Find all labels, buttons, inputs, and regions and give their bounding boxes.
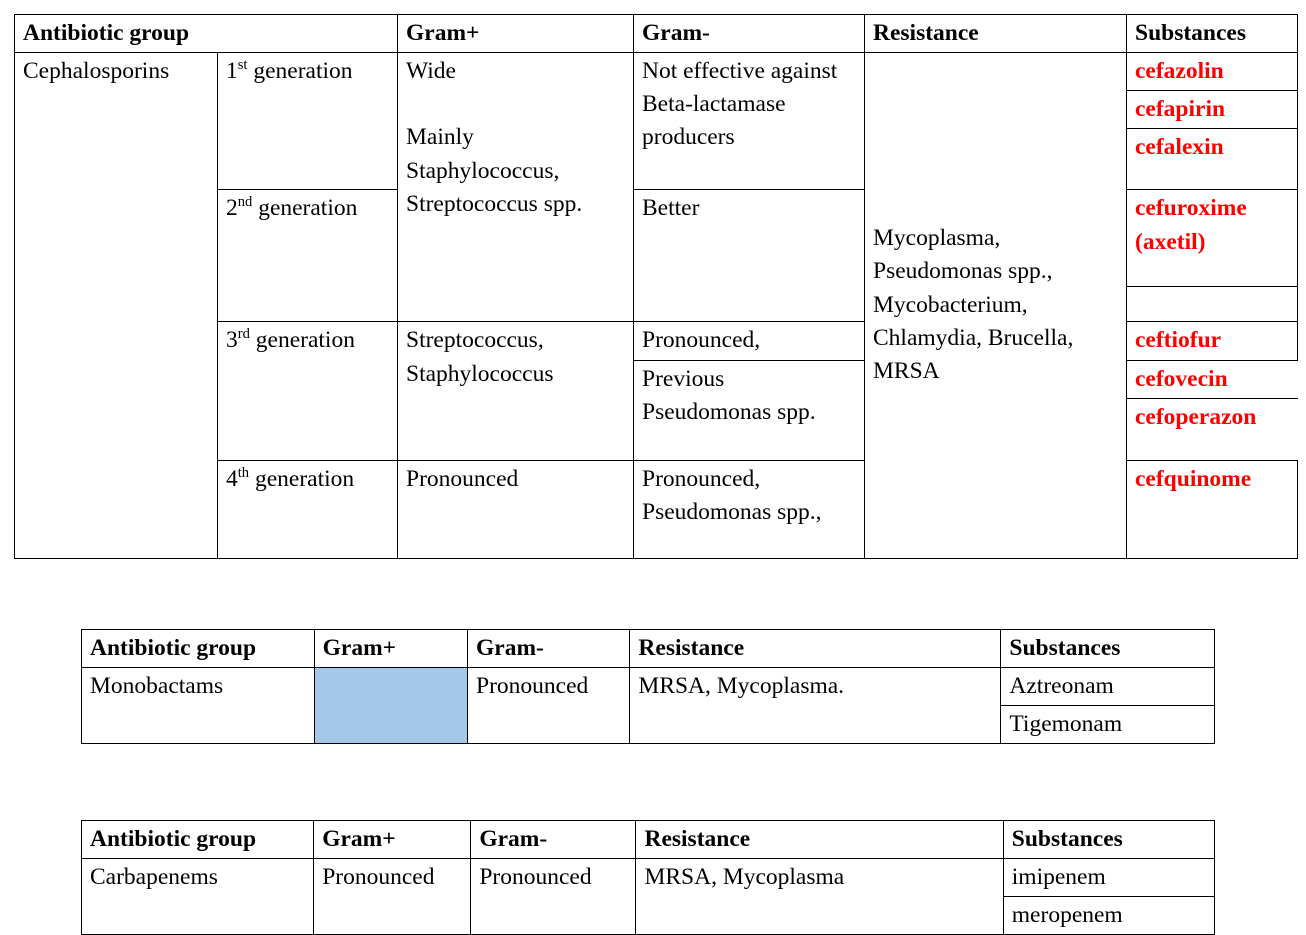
cell-substance: cefuroxime (axetil) (1126, 189, 1298, 288)
generation-number: 3 (226, 327, 238, 354)
cell-gram-minus-gen3a: Pronounced, (633, 321, 865, 361)
cell-substance: Tigemonam (1000, 704, 1215, 745)
generation-label: generation (252, 195, 358, 222)
table-row (15, 286, 1298, 323)
table-row: Carbapenems Pronounced Pronounced MRSA, … (80, 857, 1216, 935)
cell-gram-minus: Pronounced (470, 857, 637, 935)
cell-gram-minus-gen4: Pronounced, Pseudomonas spp., (633, 459, 865, 559)
table-header-row: Antibiotic group Gram+ Gram- Resistance … (80, 820, 1216, 859)
cell-substance: cefquinome (1126, 459, 1298, 559)
generation-label: generation (247, 57, 353, 84)
column-header-resistance: Resistance (864, 14, 1127, 53)
carbapenems-table: Antibiotic group Gram+ Gram- Resistance … (80, 820, 1216, 935)
table-header-row: Antibiotic group Gram+ Gram- Resistance … (14, 14, 1298, 53)
generation-ordinal-suffix: th (237, 465, 250, 482)
cell-substance: meropenem (1002, 895, 1216, 935)
cell-antibiotic-group: Monobactams (81, 666, 315, 745)
column-header-substances: Substances (1000, 629, 1215, 668)
cell-gram-plus-highlighted (313, 666, 469, 745)
cell-generation-2: 2nd generation (217, 189, 398, 323)
generation-ordinal-suffix: rd (237, 326, 250, 343)
column-header-gram-plus: Gram+ (397, 14, 634, 53)
table-row: 4th generation Pronounced Pronounced, Ps… (15, 459, 1298, 559)
table-row: cefalexin (15, 128, 1298, 191)
column-header-gram-plus: Gram+ (313, 629, 469, 668)
cell-gram-minus-gen1: Not effective against Beta-lactamase pro… (633, 51, 865, 191)
cell-antibiotic-group: Carbapenems (80, 857, 315, 935)
column-header-resistance: Resistance (635, 820, 1004, 859)
table-row: Cephalosporins 1st generation Wide Mainl… (14, 51, 1298, 559)
cell-substance: cefapirin (1126, 89, 1298, 130)
cell-resistance: Mycoplasma, Pseudomonas spp., Mycobacter… (864, 51, 1127, 559)
table-row: 2nd generation Better cefuroxime (axetil… (15, 189, 1298, 323)
cell-antibiotic-group: Cephalosporins (14, 51, 218, 559)
cell-generation-1: 1st generation (217, 51, 398, 191)
generation-label: generation (249, 327, 355, 354)
column-header-resistance: Resistance (629, 629, 1002, 668)
cell-substance: cefalexin (1126, 128, 1298, 191)
cell-generation-3: 3rd generation (217, 321, 398, 461)
cell-substance-stack: cefovecin cefoperazon (1127, 360, 1298, 460)
column-header-substances: Substances (1126, 14, 1298, 53)
table-row: Monobactams Pronounced MRSA, Mycoplasma.… (81, 666, 1215, 745)
cell-substance: ceftiofur (1126, 321, 1298, 361)
cell-substance: imipenem (1002, 857, 1216, 897)
table-row: 3rd generation Streptococcus, Staphyloco… (15, 321, 1298, 461)
cell-gram-plus: Pronounced (313, 857, 472, 935)
cell-gram-plus-gen12: Wide Mainly Staphylococcus, Streptococcu… (397, 51, 634, 323)
column-header-gram-plus: Gram+ (313, 820, 472, 859)
generation-label: generation (249, 465, 355, 492)
cell-substance: cefoperazon (1135, 403, 1257, 430)
generation-ordinal-suffix: st (237, 56, 248, 73)
table-header-row: Antibiotic group Gram+ Gram- Resistance … (81, 629, 1215, 668)
generation-number: 1 (226, 57, 238, 84)
cell-resistance: MRSA, Mycoplasma. (629, 666, 1002, 745)
generation-ordinal-suffix: nd (237, 194, 253, 211)
monobactams-table: Antibiotic group Gram+ Gram- Resistance … (81, 629, 1215, 745)
cell-gram-plus-gen4: Pronounced (397, 459, 634, 559)
cell-generation-4: 4th generation (217, 459, 398, 559)
table-row: cefapirin (15, 89, 1298, 130)
column-header-antibiotic-group: Antibiotic group (14, 14, 398, 53)
cell-substance: Aztreonam (1000, 666, 1215, 706)
cell-substance: cefovecin (1127, 360, 1298, 399)
column-header-gram-minus: Gram- (633, 14, 865, 53)
column-header-gram-minus: Gram- (470, 820, 637, 859)
cell-gram-plus-gen3: Streptococcus, Staphylococcus (397, 321, 634, 461)
column-header-antibiotic-group: Antibiotic group (80, 820, 315, 859)
table-row: meropenem (82, 895, 1216, 935)
table-row: Previous Pseudomonas spp. cefovecin cefo… (15, 359, 1298, 461)
cell-substance-empty (1126, 286, 1298, 323)
cell-resistance: MRSA, Mycoplasma (635, 857, 1004, 935)
column-header-antibiotic-group: Antibiotic group (81, 629, 315, 668)
column-header-gram-minus: Gram- (466, 629, 631, 668)
cell-gram-minus-gen2: Better (633, 189, 865, 323)
generation-number: 4 (226, 465, 238, 492)
cell-substance: cefazolin (1126, 51, 1298, 91)
cephalosporins-table: Antibiotic group Gram+ Gram- Resistance … (14, 14, 1298, 559)
column-header-substances: Substances (1002, 820, 1216, 859)
cell-gram-minus-gen3b: Previous Pseudomonas spp. (633, 359, 865, 461)
cell-gram-minus: Pronounced (466, 666, 631, 745)
generation-number: 2 (226, 195, 238, 222)
table-row: Tigemonam (82, 704, 1215, 745)
